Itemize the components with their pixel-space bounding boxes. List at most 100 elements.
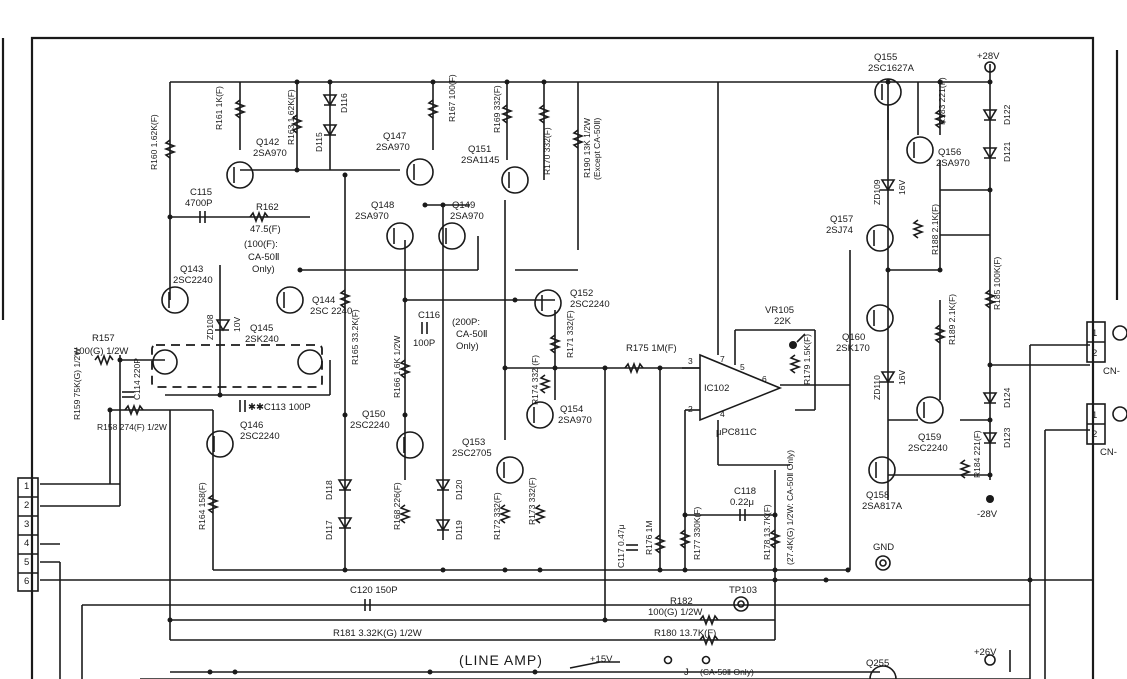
- variant-notes: (100(F): CA-50Ⅱ Only) (200P: CA-50Ⅱ Only…: [244, 239, 488, 352]
- label-q143-part: 2SC2240: [173, 275, 213, 286]
- note-ca50-2: CA-50Ⅱ: [456, 329, 488, 340]
- label-zd108-value: 10V: [232, 317, 242, 332]
- label-c120: C120 150P: [350, 585, 398, 596]
- left-pin-1: 1: [24, 481, 29, 492]
- label-q152-part: 2SC2240: [570, 299, 610, 310]
- label-q149-part: 2SA970: [450, 211, 484, 222]
- jumper-j-left: [663, 655, 673, 665]
- label-q155-ref: Q155: [874, 52, 897, 63]
- label-r161: R161 1K(F): [214, 86, 224, 130]
- diode-d121-symbol: [982, 147, 998, 160]
- transistor-q158-symbol: [868, 456, 896, 484]
- resistor-r179-symbol: [788, 354, 802, 374]
- label-q158-ref: Q158: [866, 490, 889, 501]
- label-r163: R163 1.62K(F): [286, 89, 296, 145]
- transistor-q159-symbol: [916, 396, 944, 424]
- diode-d120-symbol: [435, 479, 451, 492]
- label-r190: R190 13K 1/2W: [582, 118, 592, 178]
- label-q148-part: 2SA970: [355, 211, 389, 222]
- diode-d117-symbol: [337, 517, 353, 530]
- transistor-q151-symbol: [501, 166, 529, 194]
- label-r162: R162: [256, 202, 279, 213]
- label-q155-part: 2SC1627A: [868, 63, 915, 74]
- left-pin-2: 2: [24, 500, 29, 511]
- resistor-r171-symbol: [548, 334, 562, 354]
- label-d122: D122: [1002, 104, 1012, 125]
- capacitor-c115-symbol: [199, 211, 206, 223]
- label-c116: C116: [418, 310, 440, 321]
- label-q143-ref: Q143: [180, 264, 203, 275]
- label-r170: R170 332(F): [542, 127, 552, 175]
- right-bottom-pin-2: 2: [1092, 429, 1097, 440]
- label-r182: R182: [670, 596, 693, 607]
- gnd-terminal-inner: [879, 559, 887, 567]
- diode-labels: D116 D115 D122 D121 D124 D123 D118 D117 …: [205, 93, 1012, 540]
- zener-zd108-symbol: [215, 319, 231, 332]
- label-r184: R184 221(F): [972, 430, 982, 478]
- tp103-terminal: [733, 596, 749, 612]
- rail-gnd: GND: [873, 542, 894, 553]
- vr105-ref: VR105: [765, 305, 794, 316]
- zener-zd110-symbol: [880, 371, 896, 384]
- transistor-q155-symbol: [874, 78, 902, 106]
- zener-zd109-symbol: [880, 179, 896, 192]
- label-zd108: ZD108: [205, 314, 215, 340]
- resistor-r176-symbol: [653, 534, 667, 554]
- resistor-r166-symbol: [398, 359, 412, 379]
- label-c115-value: 4700P: [185, 198, 212, 209]
- capacitor-c113-symbol: [239, 400, 246, 412]
- label-r160: R160 1.62K(F): [149, 114, 159, 170]
- right-bottom-pin-1: 1: [1092, 410, 1097, 421]
- diode-d123-symbol: [982, 432, 998, 445]
- label-c113: ✱✱C113 100P: [248, 402, 311, 413]
- resistor-r180-symbol: [699, 633, 719, 647]
- label-r159: R159 75K(G) 1/2W: [72, 348, 82, 420]
- label-q152-ref: Q152: [570, 288, 593, 299]
- label-d121: D121: [1002, 141, 1012, 162]
- capacitor-c114-symbol: [122, 391, 134, 398]
- transistor-q154-symbol: [526, 401, 554, 429]
- label-q146-part: 2SC2240: [240, 431, 280, 442]
- label-r188: R188 2.1K(F): [930, 204, 940, 255]
- passive-symbols: [94, 94, 998, 647]
- label-zd109-value: 16V: [897, 180, 907, 195]
- rail-labels: +28V -28V +15V +26V GND: [590, 51, 1000, 665]
- diode-d115-symbol: [322, 124, 338, 137]
- label-q142-part: 2SA970: [253, 148, 287, 159]
- label-d115: D115: [314, 132, 324, 152]
- label-c116-value: 100P: [413, 338, 435, 349]
- left-pin-5: 5: [24, 557, 29, 568]
- ic102-pin-7: 7: [720, 354, 725, 364]
- label-q150-part: 2SC2240: [350, 420, 390, 431]
- label-q157-ref: Q157: [830, 214, 853, 225]
- gnd-terminal: [875, 555, 891, 571]
- left-connector-dividers: [18, 341, 1105, 574]
- label-zd110-value: 16V: [897, 370, 907, 385]
- diode-d116-symbol: [322, 94, 338, 107]
- transistor-q152-symbol: [534, 289, 562, 317]
- junction-dots: [107, 79, 1033, 675]
- label-r166: R166 1.6K 1/2W: [392, 336, 402, 398]
- label-q158-part: 2SA817A: [862, 501, 903, 512]
- resistor-r189-symbol: [933, 324, 947, 344]
- label-q149-ref: Q149: [452, 200, 475, 211]
- label-r180: R180 13.7K(F): [654, 628, 716, 639]
- resistor-r170-symbol: [537, 104, 551, 124]
- transistor-q150-symbol: [396, 431, 424, 459]
- ic102-pin-6: 6: [762, 374, 767, 384]
- label-r158: R158 274(F) 1/2W: [97, 422, 167, 432]
- label-zd110: ZD110: [872, 375, 882, 400]
- capacitor-c120-symbol: [364, 599, 371, 611]
- label-r157: R157: [92, 333, 115, 344]
- label-q142-ref: Q142: [256, 137, 279, 148]
- label-r185: R185 100K(F): [992, 256, 1002, 310]
- ic102-pin-4: 4: [720, 409, 725, 419]
- label-q151-part: 2SA1145: [461, 155, 499, 166]
- label-c117: C117 0.47μ: [616, 524, 626, 568]
- label-r165: R165 33.2K(F): [350, 309, 360, 365]
- ic102-labels: IC102 μPC811C 3 2 7 4 5 6: [688, 354, 767, 438]
- label-c118-value: 0.22μ: [730, 497, 754, 508]
- label-r181: R181 3.32K(G) 1/2W: [333, 628, 422, 639]
- rail-plus15: +15V: [590, 654, 613, 665]
